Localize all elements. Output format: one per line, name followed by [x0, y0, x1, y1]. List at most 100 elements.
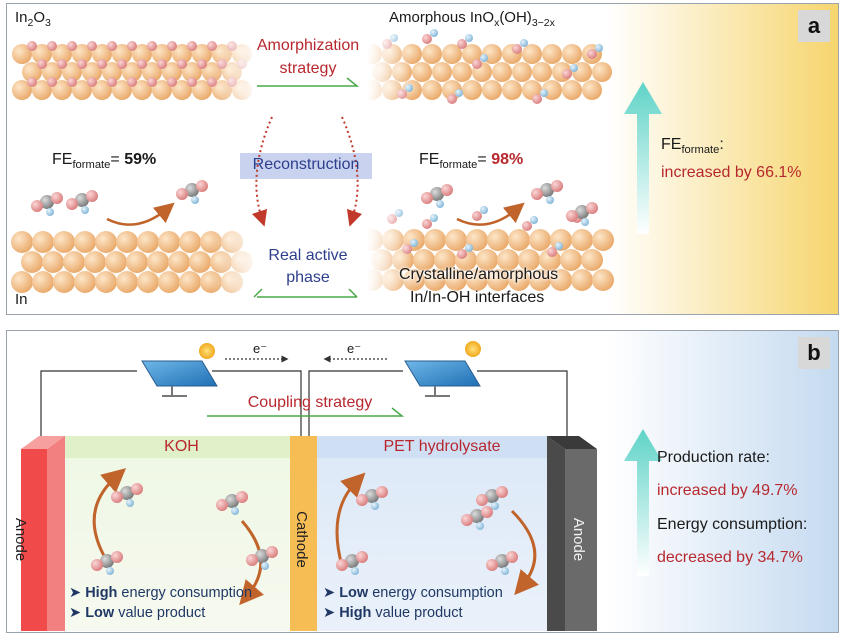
in-atom — [52, 80, 72, 100]
reconstruction-box — [240, 153, 372, 179]
wire-mid-left — [212, 370, 302, 436]
o-atom — [107, 77, 117, 87]
h-atom — [126, 499, 134, 507]
in-atom — [12, 80, 32, 100]
in-atom — [95, 231, 117, 253]
right-bullet-1: ➤ Low energy consumption — [323, 585, 503, 601]
o-atom — [87, 77, 97, 87]
o-atom — [27, 77, 37, 87]
in-atom — [592, 229, 614, 251]
in-atom — [582, 80, 602, 100]
o-atom — [481, 506, 493, 518]
in-atom — [562, 80, 582, 100]
in-atom — [32, 44, 52, 64]
cathode-label: Cathode — [292, 511, 310, 568]
in-atom — [62, 62, 82, 82]
in-atom — [32, 231, 54, 253]
o-atom — [111, 551, 123, 563]
c-atom — [40, 195, 54, 209]
in-atom — [158, 231, 180, 253]
o-atom — [57, 59, 67, 69]
amorphization-line1: Amorphization — [256, 37, 360, 54]
in-atom — [116, 231, 138, 253]
in-atom — [72, 80, 92, 100]
h-atom — [540, 89, 548, 97]
o-atom — [421, 192, 433, 204]
o-atom — [457, 249, 467, 259]
h-atom — [261, 562, 269, 570]
crystalline-line1: Crystalline/amorphous — [399, 266, 559, 283]
in-atom — [424, 269, 446, 291]
in-atom — [12, 44, 32, 64]
in-atom — [168, 251, 190, 273]
koh-header — [62, 436, 301, 458]
in-atom — [413, 249, 435, 271]
c-atom — [75, 193, 89, 207]
c-atom — [120, 486, 134, 500]
o-atom — [551, 180, 563, 192]
in-atom — [152, 80, 172, 100]
anode-left-electrode — [21, 436, 65, 631]
in-atom — [424, 229, 446, 251]
coupling-label: Coupling strategy — [247, 394, 373, 411]
in-atom — [42, 251, 64, 273]
h-atom — [371, 502, 379, 510]
in-atom — [132, 44, 152, 64]
in-atom — [487, 229, 509, 251]
c-atom — [540, 183, 554, 197]
o-atom — [47, 77, 57, 87]
fe-left: FEformate= 59% — [52, 151, 157, 172]
h-atom — [231, 507, 239, 515]
fe-summary-value: increased by 66.1% — [661, 164, 802, 181]
in-atom — [482, 80, 502, 100]
in-atom — [158, 271, 180, 293]
cycle-arrow-right-b — [510, 509, 539, 596]
in-atom — [137, 231, 159, 253]
h-atom — [595, 44, 603, 52]
o-atom — [167, 77, 177, 87]
in-atom — [92, 44, 112, 64]
h-atom — [81, 206, 89, 214]
in-atom — [53, 231, 75, 253]
in-atom — [487, 269, 509, 291]
o-atom — [236, 491, 248, 503]
cathode-electrode — [290, 436, 317, 631]
o-atom — [587, 49, 597, 59]
in-atom — [132, 80, 152, 100]
o-atom — [31, 200, 43, 212]
in-atom — [63, 251, 85, 273]
o-atom — [472, 211, 482, 221]
in-atom — [22, 62, 42, 82]
o-atom — [66, 198, 78, 210]
in-atom — [445, 269, 467, 291]
in-atom — [142, 62, 162, 82]
in-atom — [442, 44, 462, 64]
o-atom — [127, 77, 137, 87]
reaction-arrow-right — [456, 202, 525, 226]
o-atom — [522, 221, 532, 231]
h-atom — [570, 64, 578, 72]
c-atom — [485, 489, 499, 503]
in-atom — [152, 44, 172, 64]
in-atom — [74, 271, 96, 293]
o-atom — [457, 39, 467, 49]
o-atom — [37, 59, 47, 69]
in-atom — [497, 249, 519, 271]
o-atom — [51, 192, 63, 204]
in-atom — [412, 62, 432, 82]
in-atom — [560, 249, 582, 271]
in-atom — [102, 62, 122, 82]
h-atom — [480, 54, 488, 62]
c-atom — [575, 205, 589, 219]
left-bullet-2: ➤ Low value product — [69, 605, 206, 621]
real-active-line2: phase — [286, 269, 330, 286]
in-atom — [147, 251, 169, 273]
in-atom — [529, 269, 551, 291]
in-atom — [21, 251, 43, 273]
electron-right-label: e⁻ — [347, 341, 362, 356]
c-atom — [255, 549, 269, 563]
in-atom — [82, 62, 102, 82]
in-atom — [432, 62, 452, 82]
increase-arrow-a — [624, 82, 662, 234]
o-atom — [246, 554, 258, 566]
